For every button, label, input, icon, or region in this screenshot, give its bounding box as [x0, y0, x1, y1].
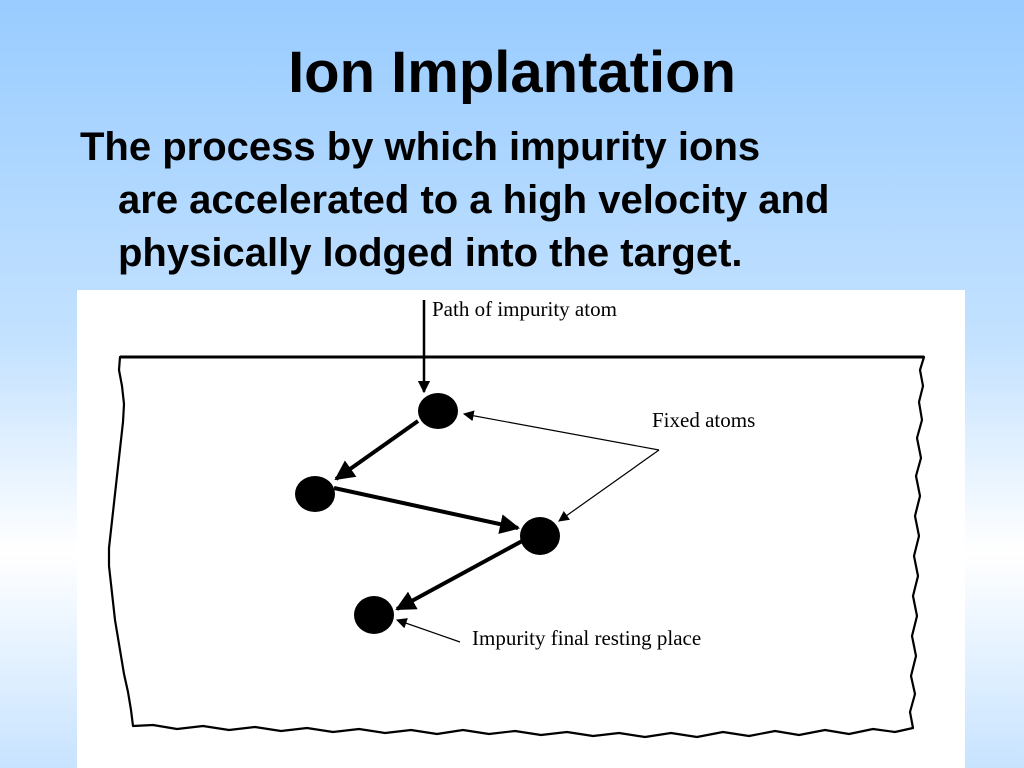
resting-place-pointer — [395, 618, 461, 643]
fixed-atoms-label: Fixed atoms — [652, 408, 755, 432]
slide-title: Ion Implantation — [288, 40, 736, 105]
collision-arrow-2 — [333, 486, 520, 534]
fixed-atom-3 — [520, 517, 560, 555]
body-line-1: The process by which impurity ions — [80, 125, 761, 169]
body-line-3: physically lodged into the target. — [118, 231, 743, 275]
target-substrate-outline — [107, 355, 926, 739]
fixed-atoms-pointer-2 — [558, 449, 660, 522]
fixed-atom-2 — [295, 476, 335, 512]
body-line-2: are accelerated to a high velocity and — [118, 178, 830, 222]
fixed-atoms-pointer-1 — [462, 410, 660, 451]
collision-arrow-3 — [395, 538, 525, 611]
ion-implantation-diagram: Path of impurity atom Fixed atoms Impuri… — [77, 290, 965, 768]
impurity-atom — [354, 596, 394, 634]
path-label: Path of impurity atom — [432, 297, 617, 321]
collision-arrow-1 — [334, 419, 420, 481]
slide-body-text: The process by which impurity ions are a… — [80, 121, 950, 280]
resting-place-label: Impurity final resting place — [472, 626, 701, 650]
diagram-canvas: Path of impurity atom Fixed atoms Impuri… — [107, 297, 926, 739]
fixed-atom-1 — [418, 393, 458, 429]
